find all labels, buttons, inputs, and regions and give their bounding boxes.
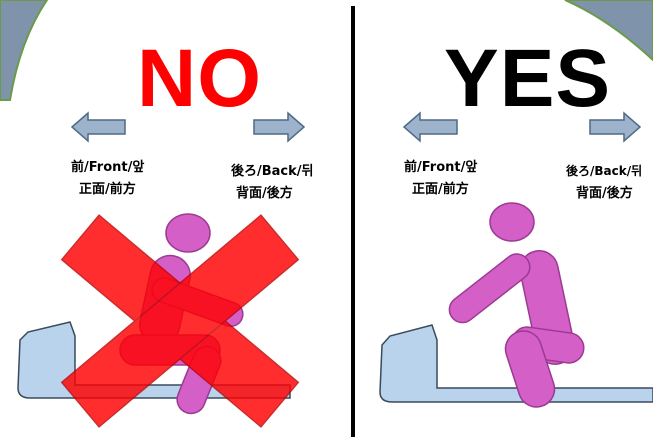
- back-sublabel-left-b: 後方: [266, 186, 293, 201]
- arrow-right-icon-right-panel: [589, 111, 642, 143]
- person-arm-right: [448, 253, 531, 324]
- back-label-right: 後ろ/Back/뒤: [566, 164, 643, 178]
- back-label-left: 後ろ/Back/뒤: [231, 164, 314, 179]
- back-sublabel-left: 背面/後方: [236, 187, 293, 200]
- corner-decoration-left: [0, 0, 49, 101]
- arrow-left-icon: [70, 111, 126, 143]
- rowing-machine-right: [379, 324, 653, 403]
- back-sublabel-right-b: 後方: [606, 186, 633, 201]
- front-sublabel-left-a: 正面/: [79, 182, 110, 197]
- person-head: [165, 213, 211, 253]
- front-label-right: 前/Front/앞: [404, 160, 478, 175]
- back-sublabel-right-a: 背面/: [576, 186, 607, 201]
- front-sublabel-left-b: 前方: [109, 182, 136, 197]
- person-shin-right: [504, 330, 556, 408]
- front-sublabel-right-b: 前方: [442, 182, 469, 197]
- yes-title: YES: [444, 33, 612, 124]
- back-sublabel-left-a: 背面/: [236, 186, 267, 201]
- cross-mark-icon: [60, 214, 300, 428]
- front-sublabel-left: 正面/前方: [79, 183, 136, 196]
- back-sublabel-right: 背面/後方: [576, 187, 633, 200]
- front-sublabel-right-a: 正面/: [412, 182, 443, 197]
- arrow-left-icon-right-panel: [402, 111, 458, 143]
- front-label-left: 前/Front/앞: [71, 160, 145, 175]
- center-divider: [351, 6, 355, 437]
- no-title: NO: [137, 33, 262, 124]
- person-head-right: [489, 202, 535, 242]
- arrow-right-icon: [253, 111, 306, 143]
- front-sublabel-right: 正面/前方: [412, 183, 469, 196]
